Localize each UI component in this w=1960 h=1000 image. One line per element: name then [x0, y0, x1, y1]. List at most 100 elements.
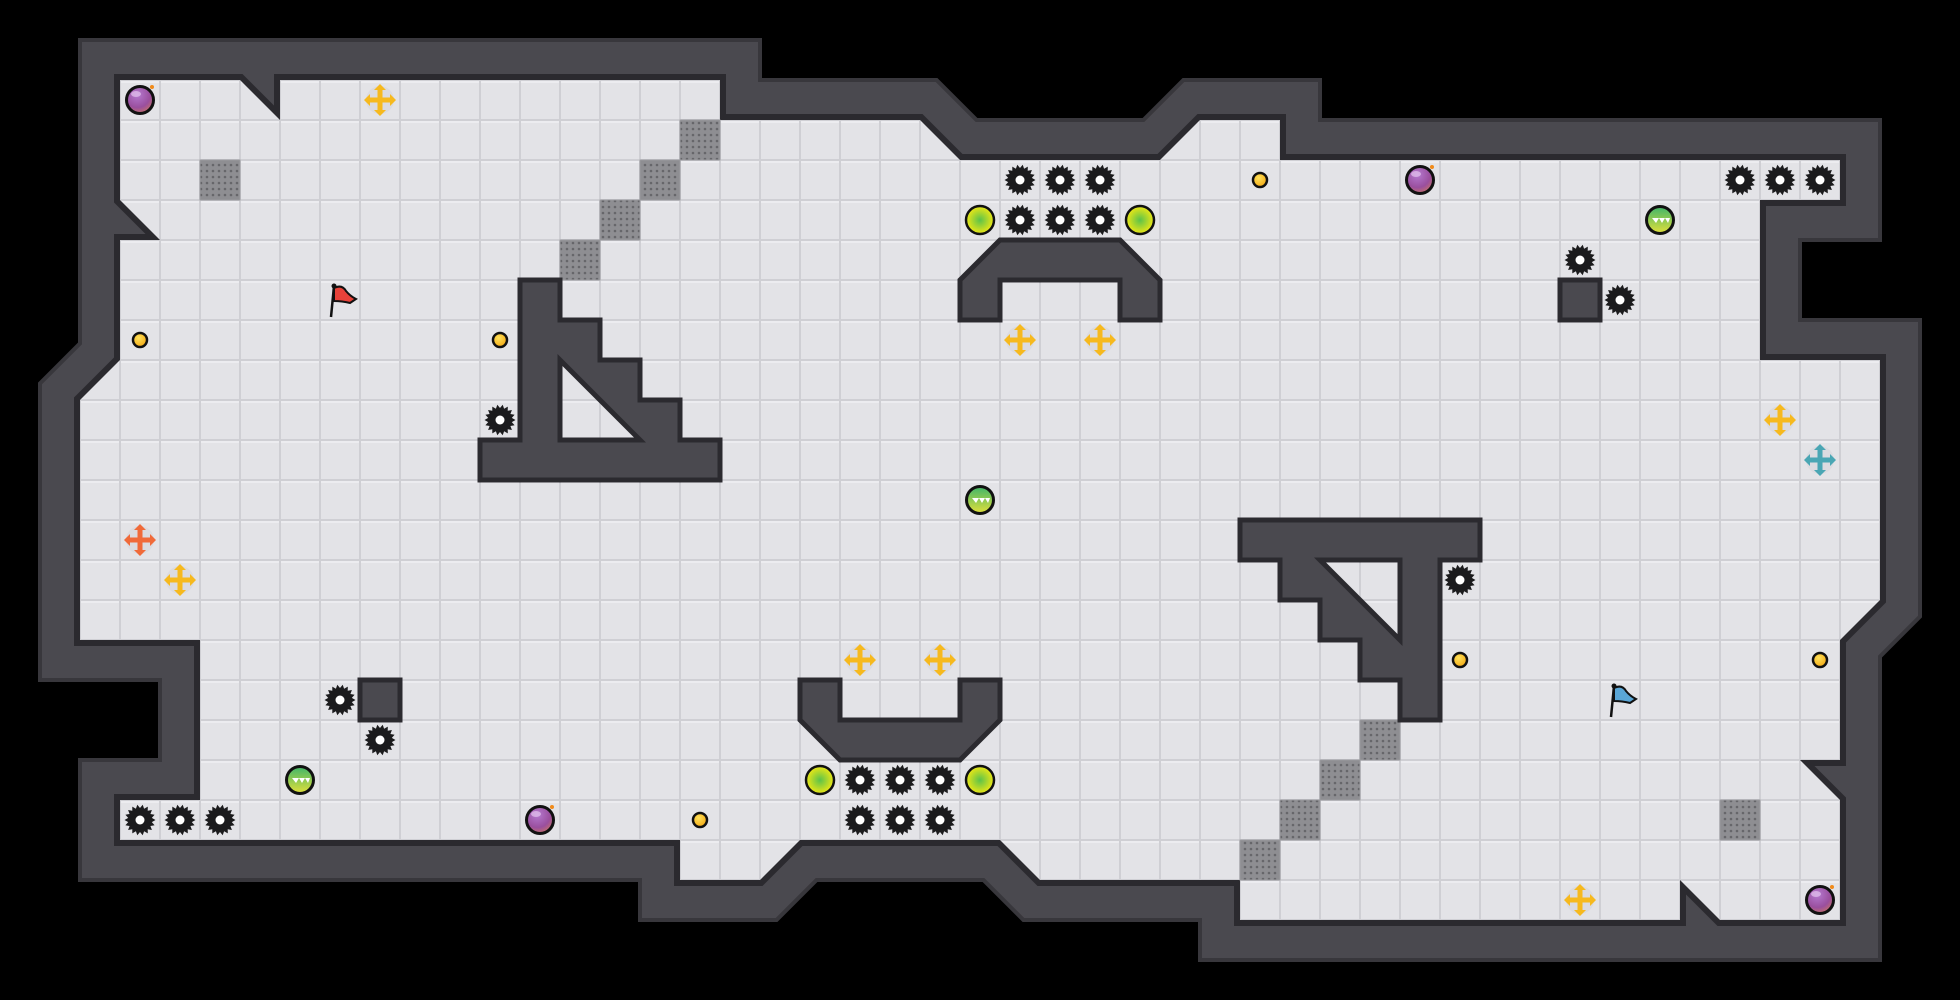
move-cross-yellow[interactable] — [1004, 324, 1036, 356]
shell-badge[interactable] — [1645, 205, 1675, 235]
move-arrows-icon — [1564, 884, 1596, 916]
entities — [124, 84, 1836, 916]
coin[interactable] — [491, 331, 509, 349]
grate-tile — [599, 199, 641, 241]
shell-teeth — [972, 498, 990, 503]
coin[interactable] — [1811, 651, 1829, 669]
coin[interactable] — [691, 811, 709, 829]
move-cross-yellow[interactable] — [1764, 404, 1796, 436]
gear-spike[interactable] — [1764, 164, 1796, 196]
gear-spike[interactable] — [1564, 244, 1596, 276]
gear-hole — [1055, 215, 1065, 225]
flag-cloth — [1613, 685, 1638, 705]
move-arrows-icon — [924, 644, 956, 676]
move-cross-yellow[interactable] — [924, 644, 956, 676]
shell-badge-icon — [1645, 205, 1675, 235]
flag-cloth — [333, 285, 358, 305]
gear-spike[interactable] — [164, 804, 196, 836]
move-cross-yellow[interactable] — [844, 644, 876, 676]
gear-hole — [1015, 175, 1025, 185]
gear-spike[interactable] — [1044, 164, 1076, 196]
gear-spike[interactable] — [924, 764, 956, 796]
gear-hole — [1095, 215, 1105, 225]
gear-hole — [855, 775, 865, 785]
gear-spike[interactable] — [1004, 204, 1036, 236]
shell-badge-icon — [965, 485, 995, 515]
bomb-fuse — [1830, 885, 1834, 889]
move-cross-orange[interactable] — [124, 524, 156, 556]
coin-icon — [131, 331, 149, 349]
flag-blue[interactable] — [1609, 683, 1638, 718]
gear-spike[interactable] — [844, 804, 876, 836]
bomb-shine — [1811, 891, 1821, 897]
move-cross-yellow[interactable] — [364, 84, 396, 116]
gear-spike[interactable] — [124, 804, 156, 836]
move-cross-yellow[interactable] — [1084, 324, 1116, 356]
move-arrows-icon — [1804, 444, 1836, 476]
energy-orb[interactable] — [964, 764, 996, 796]
gear-spike[interactable] — [1804, 164, 1836, 196]
orb-icon — [964, 204, 996, 236]
flag-red[interactable] — [329, 283, 358, 318]
bomb[interactable] — [525, 805, 555, 835]
gear-spike[interactable] — [884, 804, 916, 836]
bomb-fuse — [1430, 165, 1434, 169]
gear-spike[interactable] — [1724, 164, 1756, 196]
gear-hole — [1615, 295, 1625, 305]
shell-teeth — [1652, 218, 1670, 223]
gear-spike[interactable] — [364, 724, 396, 756]
bomb-shine — [131, 91, 141, 97]
energy-orb[interactable] — [1124, 204, 1156, 236]
move-arrows-icon — [1084, 324, 1116, 356]
move-cross-yellow[interactable] — [164, 564, 196, 596]
gear-hole — [1015, 215, 1025, 225]
energy-orb[interactable] — [964, 204, 996, 236]
gear-spike[interactable] — [1044, 204, 1076, 236]
gear-spike[interactable] — [924, 804, 956, 836]
shell-badge[interactable] — [965, 485, 995, 515]
gear-hole — [935, 815, 945, 825]
shell-badge[interactable] — [285, 765, 315, 795]
gear-spike[interactable] — [324, 684, 356, 716]
move-cross-yellow[interactable] — [1564, 884, 1596, 916]
move-arrows-icon — [1764, 404, 1796, 436]
grate-tile — [1279, 799, 1321, 841]
grate-tile — [679, 119, 721, 161]
move-arrows-icon — [1004, 324, 1036, 356]
bomb[interactable] — [125, 85, 155, 115]
coin[interactable] — [1451, 651, 1469, 669]
orb-icon — [964, 764, 996, 796]
gear-spike[interactable] — [1084, 164, 1116, 196]
grate-tile — [199, 159, 241, 201]
gear-spike[interactable] — [844, 764, 876, 796]
bomb-icon — [125, 85, 155, 115]
gear-spike[interactable] — [484, 404, 516, 436]
move-cross-teal[interactable] — [1804, 444, 1836, 476]
bomb[interactable] — [1805, 885, 1835, 915]
gear-spike[interactable] — [1444, 564, 1476, 596]
gear-hole — [135, 815, 145, 825]
gear-hole — [895, 775, 905, 785]
coin-icon — [491, 331, 509, 349]
grate-tile — [1719, 799, 1761, 841]
bomb-icon — [525, 805, 555, 835]
gear-hole — [175, 815, 185, 825]
gear-spike[interactable] — [1604, 284, 1636, 316]
move-arrows-icon — [844, 644, 876, 676]
energy-orb[interactable] — [804, 764, 836, 796]
gear-spike[interactable] — [1004, 164, 1036, 196]
coin[interactable] — [1251, 171, 1269, 189]
stair-wall-right — [1237, 517, 1483, 723]
coin[interactable] — [131, 331, 149, 349]
gear-hole — [935, 775, 945, 785]
coin-icon — [1811, 651, 1829, 669]
orb-icon — [804, 764, 836, 796]
block-wall — [357, 677, 403, 723]
gear-spike[interactable] — [884, 764, 916, 796]
gear-spike[interactable] — [1084, 204, 1116, 236]
grate-tile — [1359, 719, 1401, 761]
gear-spike[interactable] — [204, 804, 236, 836]
gear-hole — [1575, 255, 1585, 265]
bomb[interactable] — [1405, 165, 1435, 195]
